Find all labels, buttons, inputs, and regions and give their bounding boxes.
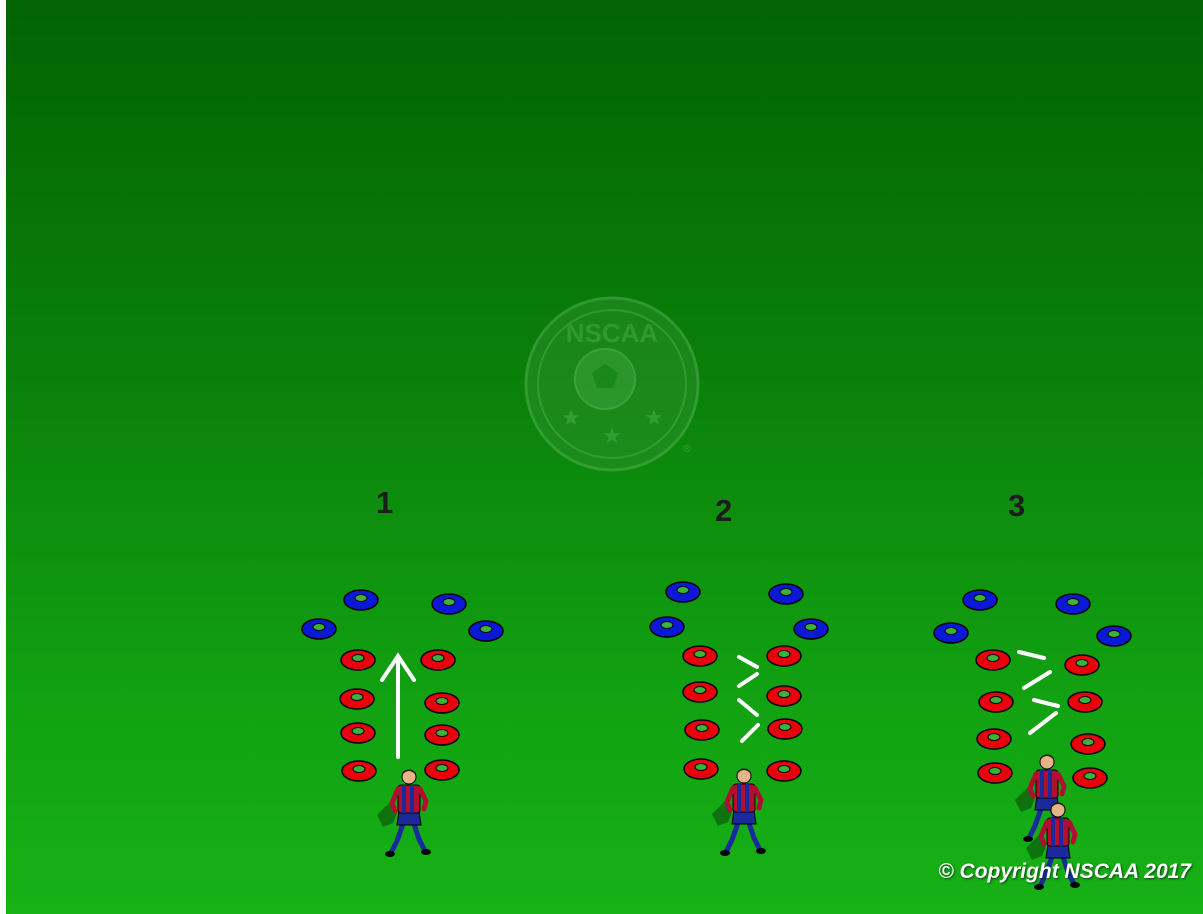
red-cone-icon [683, 682, 717, 702]
svg-text:★: ★ [602, 424, 622, 449]
blue-cone-icon [794, 619, 828, 639]
blue-cone-icon [469, 621, 503, 641]
blue-cone-icon [963, 590, 997, 610]
red-cone-icon [683, 646, 717, 666]
red-cone-icon [421, 650, 455, 670]
red-cone-icon [979, 692, 1013, 712]
svg-text:★: ★ [644, 406, 664, 431]
blue-cone-icon [934, 623, 968, 643]
blue-cone-icon [302, 619, 336, 639]
red-cone-icon [342, 761, 376, 781]
registered-mark: ® [682, 442, 693, 455]
red-cone-icon [425, 725, 459, 745]
drill-diagram-svg: NSCAA ★ ★ ★ ® [6, 0, 1203, 914]
drill-2-group [650, 582, 828, 856]
nscaa-logo-icon: NSCAA ★ ★ ★ ® [526, 298, 698, 470]
red-cone-icon [768, 719, 802, 739]
drill-3-number: 3 [1008, 488, 1025, 524]
drill-1-number: 1 [376, 485, 393, 521]
svg-text:★: ★ [561, 406, 581, 431]
red-cone-icon [978, 763, 1012, 783]
blue-cone-icon [344, 590, 378, 610]
red-cone-icon [1073, 768, 1107, 788]
red-cone-icon [976, 650, 1010, 670]
drill-3-group [934, 590, 1131, 890]
red-cone-icon [767, 686, 801, 706]
movement-path-icon [1019, 652, 1058, 733]
blue-cone-icon [666, 582, 700, 602]
red-cone-icon [1068, 692, 1102, 712]
red-cone-icon [341, 650, 375, 670]
blue-cone-icon [769, 584, 803, 604]
copyright-text: © Copyright NSCAA 2017 [938, 860, 1191, 884]
red-cone-icon [425, 693, 459, 713]
red-cone-icon [341, 723, 375, 743]
red-cone-icon [977, 729, 1011, 749]
drill-2-number: 2 [715, 493, 732, 529]
player-icon [377, 770, 431, 858]
red-cone-icon [340, 689, 374, 709]
red-cone-icon [684, 759, 718, 779]
red-cone-icon [1065, 655, 1099, 675]
red-cone-icon [767, 646, 801, 666]
movement-path-icon [739, 657, 758, 741]
red-cone-icon [685, 720, 719, 740]
player-icon [712, 769, 766, 857]
blue-cone-icon [1056, 594, 1090, 614]
drill-diagram-canvas: NSCAA ★ ★ ★ ® [6, 0, 1203, 914]
blue-cone-icon [432, 594, 466, 614]
movement-arrow-icon [382, 656, 414, 757]
logo-text: NSCAA [566, 318, 659, 348]
red-cone-icon [1071, 734, 1105, 754]
red-cone-icon [767, 761, 801, 781]
red-cone-icon [425, 760, 459, 780]
drill-1-group [302, 590, 503, 857]
blue-cone-icon [1097, 626, 1131, 646]
blue-cone-icon [650, 617, 684, 637]
